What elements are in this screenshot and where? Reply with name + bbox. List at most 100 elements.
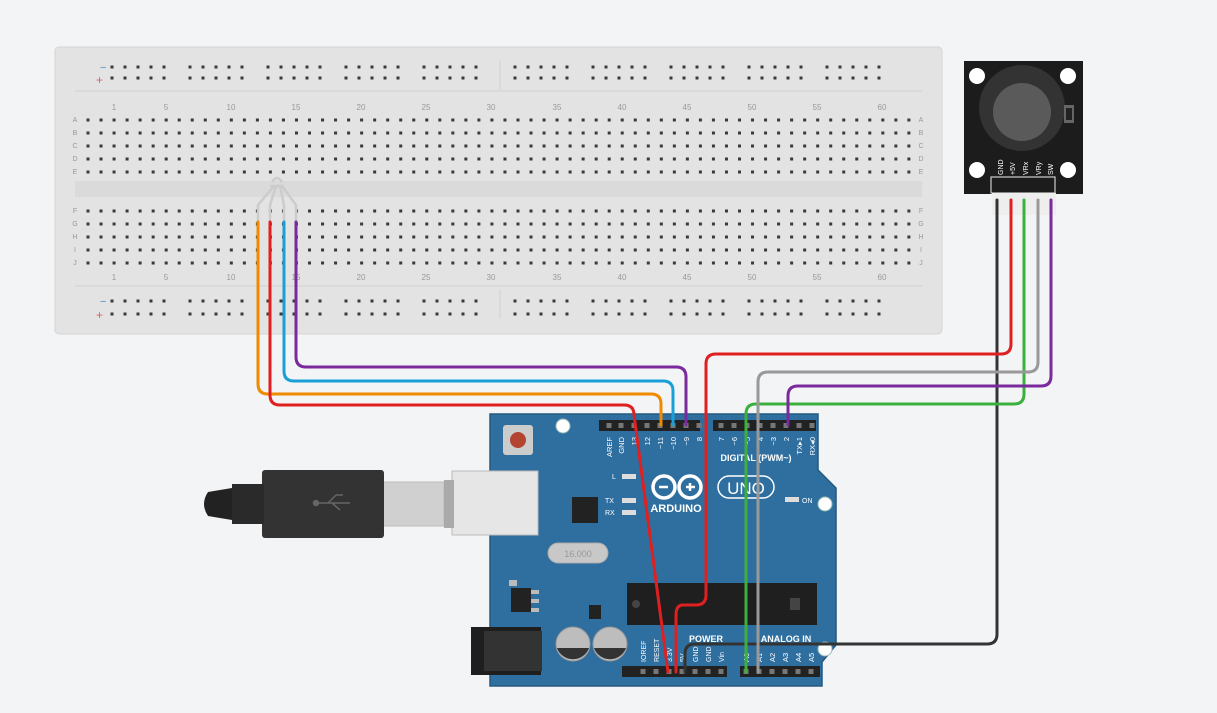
hole [698,131,702,135]
hole [620,170,624,174]
hole [438,144,442,148]
hole [829,222,833,226]
rail-hole [305,299,309,303]
hole [581,131,585,135]
hole [594,261,598,265]
rail-hole [240,76,244,80]
rail-hole [461,76,465,80]
hole [386,248,390,252]
rail-hole [305,312,309,316]
hole [373,261,377,265]
hole [894,248,898,252]
power-pin-label: IOREF [641,641,648,662]
joystick-knob[interactable] [993,83,1051,141]
hole [347,170,351,174]
rail-hole [292,65,296,69]
hole [86,209,90,213]
hole [751,131,755,135]
pin-socket [770,423,776,428]
hole [138,222,142,226]
mounting-hole [969,68,985,84]
hole [347,157,351,161]
hole [868,261,872,265]
hole [412,235,416,239]
pin-socket [696,423,702,428]
hole [555,248,559,252]
hole [907,248,911,252]
hole [190,131,194,135]
rail-hole [591,299,595,303]
digital-pin-label: 4 [756,437,765,441]
hole [190,118,194,122]
analog-header[interactable] [740,666,820,677]
rail-hole [838,312,842,316]
rail-hole [448,312,452,316]
hole [790,118,794,122]
rail-hole [240,299,244,303]
hole [542,209,546,213]
rail-hole [370,76,374,80]
rail-hole [708,299,712,303]
hole [334,209,338,213]
rail-hole [214,76,218,80]
mounting-hole [817,496,833,512]
rail-hole [123,65,127,69]
hole [86,131,90,135]
breadboard[interactable]: − + − + 1 5 10 15 20 25 30 35 40 45 50 5… [54,46,943,335]
hole [490,157,494,161]
rail-hole [461,299,465,303]
hole [751,118,755,122]
hole [164,157,168,161]
hole [125,235,129,239]
hole [842,170,846,174]
hole [790,209,794,213]
hole [308,157,312,161]
row-letter: E [73,169,78,176]
hole [738,235,741,239]
hole [177,131,181,135]
pin-socket [731,423,737,428]
hole [711,118,715,122]
hole [516,170,520,174]
hole [803,170,807,174]
hole [503,235,507,239]
hole [321,131,325,135]
digital-pin-label: RX◂0 [808,437,817,455]
hole [503,209,507,213]
rgb-led[interactable] [256,176,298,222]
pin-socket [679,669,685,674]
rail-hole [292,299,296,303]
rail-hole [617,76,621,80]
hole [177,170,181,174]
rail-hole [747,299,751,303]
hole [164,261,168,265]
hole [164,170,168,174]
power-label: POWER [689,634,724,644]
hole [412,248,416,252]
hole [490,144,494,148]
hole [464,222,468,226]
rail-hole [539,65,543,69]
hole [151,261,155,265]
hole [321,157,325,161]
hole [203,118,207,122]
hole [855,235,859,239]
hole [855,222,859,226]
hole [855,170,859,174]
hole [724,235,728,239]
small-chip [589,605,601,619]
rail-hole [474,299,478,303]
breadboard-holes[interactable] [86,65,911,316]
hole [894,144,898,148]
hole [868,144,872,148]
digital-header-2[interactable] [713,420,816,431]
col-num: 50 [748,273,757,282]
hole [268,131,272,135]
hole [881,222,885,226]
hole [594,118,598,122]
led-rx [622,510,636,515]
pin-socket [692,669,698,674]
hole [386,157,390,161]
rail-hole [617,312,621,316]
